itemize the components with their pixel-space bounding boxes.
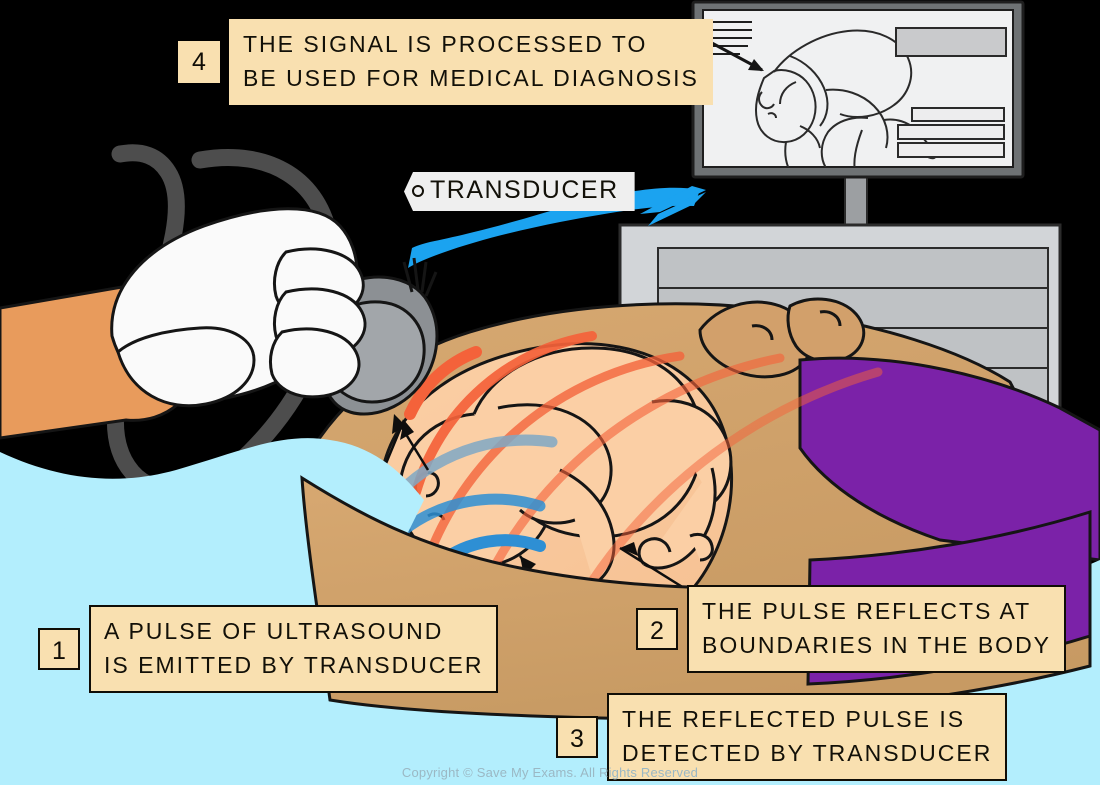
probe-cable-entry <box>402 257 438 297</box>
callout-3: 3 THE REFLECTED PULSE IS DETECTED BY TRA… <box>556 693 1008 782</box>
callout-4-number: 4 <box>178 41 220 84</box>
callout-1-number: 1 <box>38 628 80 671</box>
callout-2: 2 THE PULSE REFLECTS AT BOUNDARIES IN TH… <box>636 585 1067 674</box>
scan-ui-block-2 <box>897 124 1005 140</box>
scan-ui-block-3 <box>897 142 1005 158</box>
transducer-tag-label: TRANSDUCER <box>404 172 635 211</box>
pulse-direction-arrow <box>392 414 430 471</box>
callout-1-text: A PULSE OF ULTRASOUND IS EMITTED BY TRAN… <box>89 605 499 694</box>
glove-finger-3 <box>268 327 361 399</box>
callout-2-text: THE PULSE REFLECTS AT BOUNDARIES IN THE … <box>687 585 1067 674</box>
ultrasound-monitor <box>691 0 1025 236</box>
callout-3-text: THE REFLECTED PULSE IS DETECTED BY TRANS… <box>607 693 1008 782</box>
tag-eyelet-icon <box>412 184 424 197</box>
callout-4-text: THE SIGNAL IS PROCESSED TO BE USED FOR M… <box>229 19 713 106</box>
scan-ui-block-1 <box>911 107 1005 122</box>
scan-pointer-arrow <box>709 40 764 72</box>
copyright-notice: Copyright © Save My Exams. All Rights Re… <box>401 765 699 780</box>
callout-3-number: 3 <box>556 716 598 759</box>
operator-gloved-hand <box>110 207 367 408</box>
glove-thumb <box>116 326 256 408</box>
callout-4: 4 THE SIGNAL IS PROCESSED TO BE USED FOR… <box>178 19 713 106</box>
callout-1: 1 A PULSE OF ULTRASOUND IS EMITTED BY TR… <box>38 605 499 694</box>
callout-2-number: 2 <box>636 608 678 651</box>
monitor-screen-content <box>709 21 1007 167</box>
scan-ui-block-top <box>895 27 1007 57</box>
patient-gown <box>798 356 1100 562</box>
transducer-tag-text: TRANSDUCER <box>430 176 619 204</box>
